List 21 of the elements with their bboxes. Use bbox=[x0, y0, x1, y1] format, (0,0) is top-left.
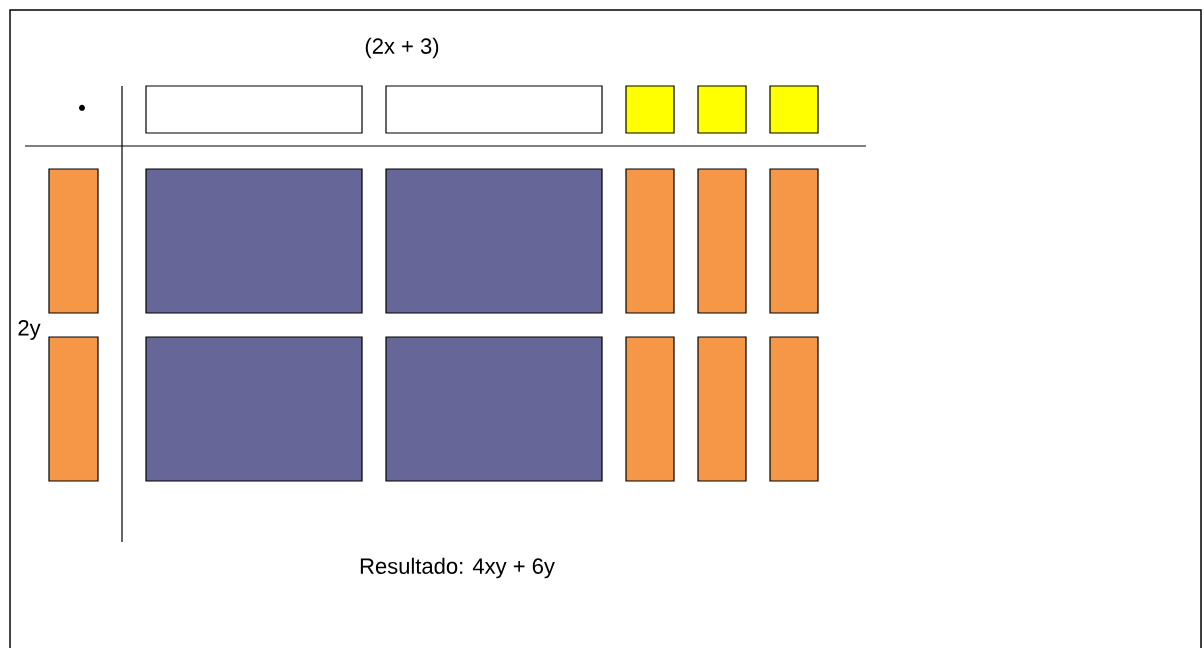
xy-tile bbox=[385, 336, 603, 482]
y-tile bbox=[625, 336, 675, 482]
x-tile bbox=[385, 85, 603, 134]
y-tile bbox=[625, 168, 675, 314]
y-tile bbox=[697, 336, 747, 482]
y-tile bbox=[769, 336, 819, 482]
y-tile bbox=[697, 168, 747, 314]
result-text: Resultado: 4xy + 6y bbox=[360, 557, 555, 579]
y-tile bbox=[48, 168, 99, 314]
xy-tile bbox=[385, 168, 603, 314]
x-tile bbox=[145, 85, 363, 134]
unit-tile bbox=[625, 85, 675, 134]
multiplication-dot: • bbox=[79, 104, 85, 111]
xy-tile bbox=[145, 336, 363, 482]
y-tile bbox=[769, 168, 819, 314]
xy-tile bbox=[145, 168, 363, 314]
factor-label: (2x + 3) bbox=[365, 37, 439, 59]
factor-label: 2y bbox=[18, 320, 41, 340]
y-tile bbox=[48, 336, 99, 482]
unit-tile bbox=[697, 85, 747, 134]
unit-tile bbox=[769, 85, 819, 134]
